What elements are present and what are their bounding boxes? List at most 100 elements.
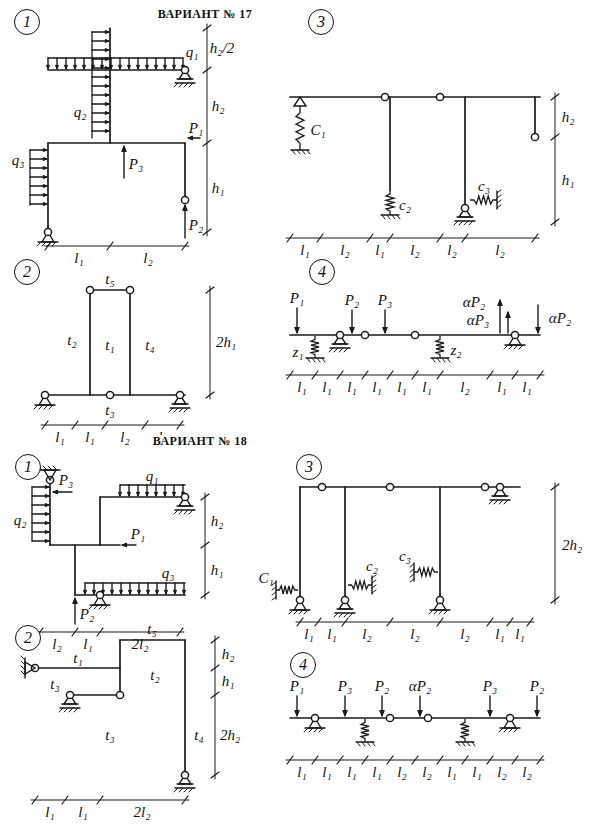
member-line bbox=[83, 58, 84, 69]
symbol-label: l₁ bbox=[374, 243, 385, 258]
symbol-label: P₁ bbox=[289, 679, 305, 694]
arrow-head bbox=[105, 39, 109, 42]
hinge bbox=[318, 483, 325, 490]
member-line bbox=[429, 610, 433, 614]
symbol-label: l₂ bbox=[409, 243, 420, 258]
symbol-label: t₂ bbox=[66, 333, 77, 348]
member-line bbox=[372, 575, 376, 578]
member-line bbox=[47, 58, 48, 69]
symbol-label: l₁ bbox=[54, 430, 65, 445]
member-line bbox=[201, 494, 209, 500]
symbol-label: c₂ bbox=[398, 198, 412, 213]
hinge bbox=[531, 133, 538, 140]
member-line bbox=[30, 194, 47, 195]
member-line bbox=[372, 580, 376, 583]
hinge bbox=[461, 204, 468, 211]
arrow-head bbox=[295, 710, 300, 716]
member-line bbox=[156, 583, 157, 594]
symbol-label: l₂ bbox=[494, 243, 505, 258]
member-line bbox=[464, 97, 466, 208]
member-line bbox=[519, 345, 523, 349]
member-line bbox=[30, 203, 47, 204]
member-line bbox=[32, 513, 49, 514]
pin-support bbox=[44, 470, 56, 480]
member-line bbox=[387, 234, 393, 242]
member-line bbox=[290, 96, 540, 98]
member-line bbox=[120, 583, 121, 594]
member-line bbox=[456, 741, 474, 742]
symbol-label: h₁ bbox=[210, 563, 225, 578]
member-line bbox=[56, 58, 57, 69]
spring-support bbox=[361, 719, 369, 742]
member-line bbox=[496, 191, 497, 209]
arrow-head bbox=[110, 590, 113, 594]
symbol-label: P₂ bbox=[79, 607, 95, 622]
symbol-label: h₂ bbox=[561, 110, 576, 125]
member-line bbox=[432, 358, 435, 362]
member-line bbox=[410, 564, 414, 567]
member-line bbox=[92, 130, 109, 131]
member-line bbox=[299, 610, 303, 614]
member-line bbox=[142, 421, 148, 429]
member-line bbox=[387, 215, 390, 219]
member-line bbox=[173, 58, 174, 69]
member-line bbox=[304, 728, 308, 732]
member-line bbox=[174, 510, 178, 514]
member-line bbox=[110, 58, 111, 69]
member-line bbox=[92, 76, 109, 77]
member-line bbox=[44, 405, 48, 409]
member-line bbox=[534, 97, 536, 137]
symbol-label: αP₂ bbox=[548, 311, 572, 326]
member-line bbox=[179, 83, 183, 87]
member-line bbox=[169, 408, 173, 412]
member-line bbox=[499, 500, 503, 504]
member-line bbox=[100, 496, 185, 498]
member-line bbox=[89, 290, 91, 395]
member-line bbox=[74, 545, 76, 595]
member-line bbox=[297, 150, 300, 154]
member-line bbox=[215, 636, 216, 779]
member-line bbox=[42, 421, 48, 429]
member-line bbox=[48, 466, 52, 470]
member-line bbox=[207, 24, 208, 236]
support bbox=[294, 97, 306, 106]
symbol-label: c₃ bbox=[477, 179, 491, 194]
hinge bbox=[181, 493, 188, 500]
member-line bbox=[412, 371, 418, 379]
member-line bbox=[177, 783, 193, 784]
member-line bbox=[189, 788, 193, 792]
member-line bbox=[342, 618, 348, 626]
spring-support bbox=[414, 568, 438, 576]
member-line bbox=[104, 605, 108, 609]
member-line bbox=[72, 421, 78, 429]
member-line bbox=[155, 485, 156, 496]
member-line bbox=[537, 371, 543, 379]
symbol-label: l₁ bbox=[346, 765, 357, 780]
spring-support bbox=[311, 336, 319, 358]
symbol-label: t₄ bbox=[193, 728, 204, 743]
member-line bbox=[128, 485, 129, 496]
hinge bbox=[176, 391, 183, 398]
scheme-number-circle: 1 bbox=[14, 9, 40, 35]
member-line bbox=[287, 234, 293, 242]
member-line bbox=[32, 522, 49, 523]
arrow-head bbox=[145, 65, 148, 69]
scheme-number-circle: 4 bbox=[290, 652, 316, 678]
hinge bbox=[66, 691, 73, 698]
symbol-label: l₂ bbox=[521, 765, 532, 780]
symbol-label: P₁ bbox=[130, 527, 146, 542]
member-line bbox=[174, 408, 178, 412]
member-line bbox=[272, 592, 276, 595]
symbol-label: l₁ bbox=[346, 380, 357, 395]
member-line bbox=[315, 618, 321, 626]
member-line bbox=[469, 221, 473, 225]
arrow-head bbox=[43, 193, 47, 196]
arrow-head bbox=[136, 65, 139, 69]
member-line bbox=[387, 756, 393, 764]
member-line bbox=[487, 371, 493, 379]
arrow-head bbox=[350, 327, 355, 333]
symbol-label: 2h₁ bbox=[215, 335, 237, 350]
symbol-label: t₅ bbox=[104, 272, 115, 287]
arrow-head bbox=[43, 202, 47, 205]
hinge bbox=[411, 331, 418, 338]
